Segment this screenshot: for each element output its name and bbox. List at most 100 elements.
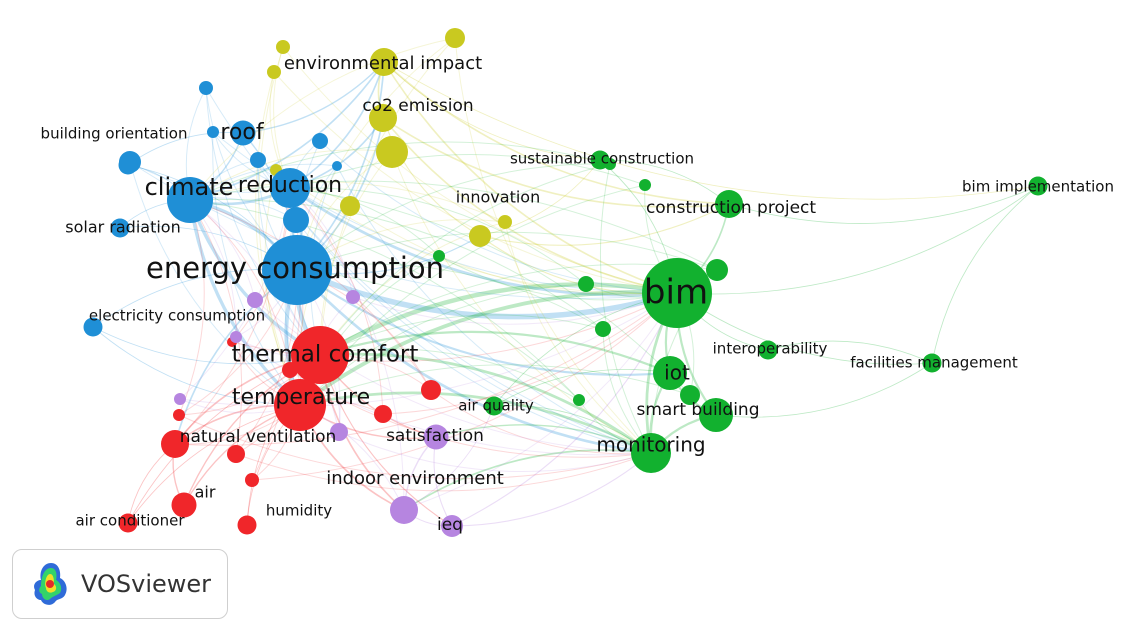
node-bim-implementation[interactable] <box>1028 176 1048 196</box>
node-minor-9[interactable] <box>267 65 281 79</box>
node-thermal-comfort[interactable] <box>291 326 349 384</box>
node-minor-22[interactable] <box>421 380 441 400</box>
link-extra-7-bim <box>282 46 678 294</box>
node-minor-20[interactable] <box>573 394 585 406</box>
node-climate[interactable] <box>167 177 213 223</box>
link-extra-29-bim <box>251 292 678 481</box>
node-construction-project[interactable] <box>715 190 743 218</box>
node-indoor-environment[interactable] <box>390 496 418 524</box>
link-extra-16-climate <box>189 180 718 271</box>
node-innovation[interactable] <box>469 225 491 247</box>
node-minor-1[interactable] <box>207 126 219 138</box>
link-climate-environmental-impact <box>189 61 385 201</box>
node-minor-31[interactable] <box>346 290 360 304</box>
node-electricity-consumption[interactable] <box>83 317 103 337</box>
node-minor-21[interactable] <box>433 250 445 262</box>
vosviewer-logo-icon <box>34 563 67 605</box>
node-iot[interactable] <box>653 356 687 390</box>
node-sustainable-construction[interactable] <box>590 150 610 170</box>
label-ieq: ieq <box>437 515 463 535</box>
link-extra-18-thermal-comfort <box>319 314 604 356</box>
link-environmental-impact-construction-project <box>383 61 730 205</box>
node-energy-consumption[interactable] <box>262 235 332 305</box>
node-satisfaction[interactable] <box>423 424 449 450</box>
node-minor-32[interactable] <box>330 423 348 441</box>
link-innovation-construction-project <box>479 203 730 246</box>
node-monitoring[interactable] <box>631 433 671 473</box>
link-extra-23-bim <box>382 292 678 415</box>
label-humidity: humidity <box>266 502 332 520</box>
node-minor-33[interactable] <box>174 393 186 405</box>
label-smart-building: smart building <box>637 400 760 420</box>
link-climate-temperature <box>188 199 302 407</box>
link-extra-14-thermal-comfort <box>319 163 611 356</box>
node-minor-15[interactable] <box>639 179 651 191</box>
link-extra-24-monitoring <box>235 452 652 492</box>
node-natural-ventilation[interactable] <box>161 430 189 458</box>
link-extra-7-temperature <box>258 46 301 406</box>
label-innovation: innovation <box>456 188 540 207</box>
node-air-conditioner[interactable] <box>118 513 138 533</box>
node-ieq[interactable] <box>441 515 463 537</box>
node-minor-17[interactable] <box>578 276 594 292</box>
link-facilities-management-interoperability <box>767 340 933 364</box>
node-minor-11[interactable] <box>340 196 360 216</box>
node-minor-23[interactable] <box>374 405 392 423</box>
link-extra-8-climate <box>189 37 456 201</box>
node-reduction[interactable] <box>270 168 310 208</box>
node-interoperability[interactable] <box>758 340 778 360</box>
node-air[interactable] <box>171 492 197 518</box>
node-air-quality[interactable] <box>484 396 504 416</box>
node-minor-24[interactable] <box>227 445 245 463</box>
label-monitoring: monitoring <box>596 433 705 457</box>
label-facilities-management: facilities management <box>850 354 1018 372</box>
node-facilities-management[interactable] <box>922 353 942 373</box>
node-building-orientation[interactable] <box>118 155 138 175</box>
label-bim-implementation: bim implementation <box>962 178 1114 196</box>
link-extra-32-monitoring <box>338 431 652 473</box>
link-bim-thermal-comfort <box>318 282 678 357</box>
link-extra-4-monitoring <box>336 165 652 454</box>
node-smart-building[interactable] <box>699 398 733 432</box>
node-minor-34[interactable] <box>230 331 242 343</box>
link-indoor-environment-air-quality <box>403 405 495 511</box>
node-minor-19[interactable] <box>680 385 700 405</box>
node-minor-2[interactable] <box>250 152 266 168</box>
node-minor-8[interactable] <box>445 28 465 48</box>
node-minor-29[interactable] <box>245 473 259 487</box>
link-extra-12-climate <box>189 181 506 223</box>
link-ieq-bim <box>451 292 678 527</box>
link-extra-17-reduction <box>289 187 587 285</box>
node-co2-emission[interactable] <box>369 104 397 132</box>
node-roof[interactable] <box>230 120 256 146</box>
node-temperature[interactable] <box>274 379 326 431</box>
node-minor-3[interactable] <box>312 133 328 149</box>
node-minor-16[interactable] <box>706 259 728 281</box>
node-minor-12[interactable] <box>498 215 512 229</box>
node-minor-6[interactable] <box>283 207 309 233</box>
node-minor-10[interactable] <box>376 136 408 168</box>
node-minor-4[interactable] <box>332 161 342 171</box>
node-minor-26[interactable] <box>173 409 185 421</box>
vosviewer-badge: VOSviewer <box>12 549 228 619</box>
link-extra-8-energy-consumption <box>296 37 456 271</box>
label-air: air <box>195 483 216 502</box>
node-environmental-impact[interactable] <box>370 48 398 76</box>
link-extra-14-monitoring <box>600 163 652 454</box>
node-minor-7[interactable] <box>276 40 290 54</box>
node-humidity[interactable] <box>237 515 257 535</box>
node-minor-18[interactable] <box>595 321 611 337</box>
node-minor-30[interactable] <box>247 292 263 308</box>
link-extra-9-bim <box>273 71 678 294</box>
node-solar-radiation[interactable] <box>110 218 130 238</box>
node-bim[interactable] <box>642 258 712 328</box>
link-temperature-air-conditioner <box>127 404 301 524</box>
link-extra-8-monitoring <box>454 37 652 454</box>
link-extra-15-reduction <box>289 154 646 189</box>
node-minor-0[interactable] <box>199 81 213 95</box>
label-sustainable-construction: sustainable construction <box>510 150 694 168</box>
link-extra-13-bim <box>275 169 678 295</box>
label-iot: iot <box>664 361 690 385</box>
link-co2-emission-construction-project <box>382 117 730 208</box>
